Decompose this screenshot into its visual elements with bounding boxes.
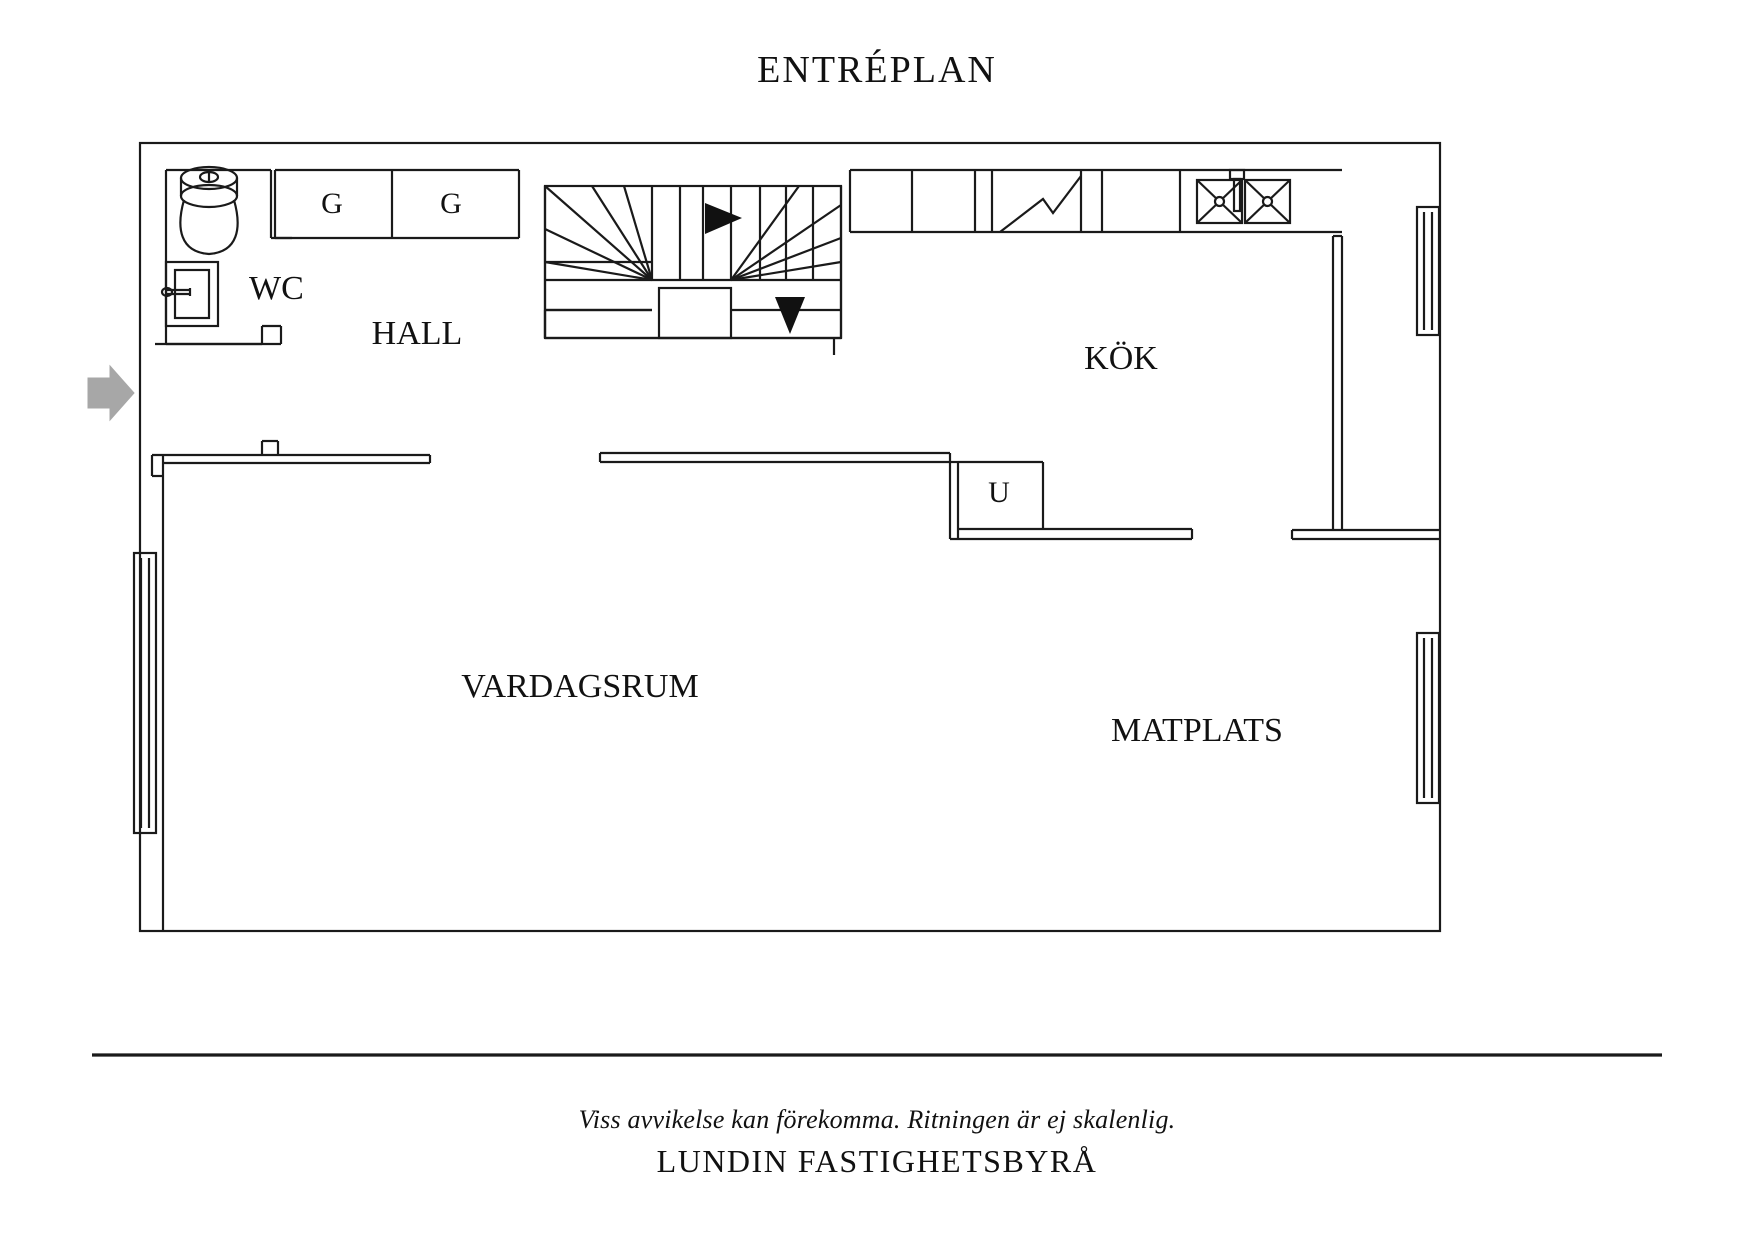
winder-staircase bbox=[543, 184, 843, 355]
closet-label-g-1: G bbox=[321, 187, 343, 220]
disclaimer-text: Viss avvikelse kan förekomma. Ritningen … bbox=[578, 1105, 1176, 1134]
interior-walls bbox=[150, 168, 1440, 931]
room-label-matplats: MATPLATS bbox=[1111, 712, 1283, 749]
stair-direction-up-arrow bbox=[705, 203, 742, 234]
dishwasher-symbol bbox=[999, 175, 1082, 233]
room-label-kok: KÖK bbox=[1084, 340, 1158, 377]
entry-door-arrow bbox=[87, 364, 135, 422]
building-outline bbox=[138, 141, 1442, 933]
room-label-wc: WC bbox=[249, 270, 304, 307]
window-right-lower bbox=[1415, 631, 1441, 805]
toilet-fixture bbox=[179, 165, 239, 256]
closet-labels: G G U bbox=[321, 187, 1010, 509]
kitchen-sink-fixture bbox=[1195, 168, 1292, 225]
agency-name: LUNDIN FASTIGHETSBYRÅ bbox=[656, 1143, 1098, 1179]
washbasin-fixture bbox=[160, 260, 220, 328]
room-label-hall: HALL bbox=[372, 315, 463, 352]
room-label-vardagsrum: VARDAGSRUM bbox=[461, 668, 698, 705]
closet-label-g-2: G bbox=[440, 187, 462, 220]
window-right-upper bbox=[1415, 205, 1441, 337]
page-title: ENTRÉPLAN bbox=[757, 49, 997, 91]
closet-label-u-1: U bbox=[988, 476, 1010, 509]
stair-direction-down-arrow bbox=[775, 297, 805, 334]
room-labels: WC HALL KÖK VARDAGSRUM MATPLATS bbox=[249, 270, 1283, 749]
kitchen-countertop bbox=[848, 168, 1342, 234]
window-left bbox=[132, 551, 158, 835]
